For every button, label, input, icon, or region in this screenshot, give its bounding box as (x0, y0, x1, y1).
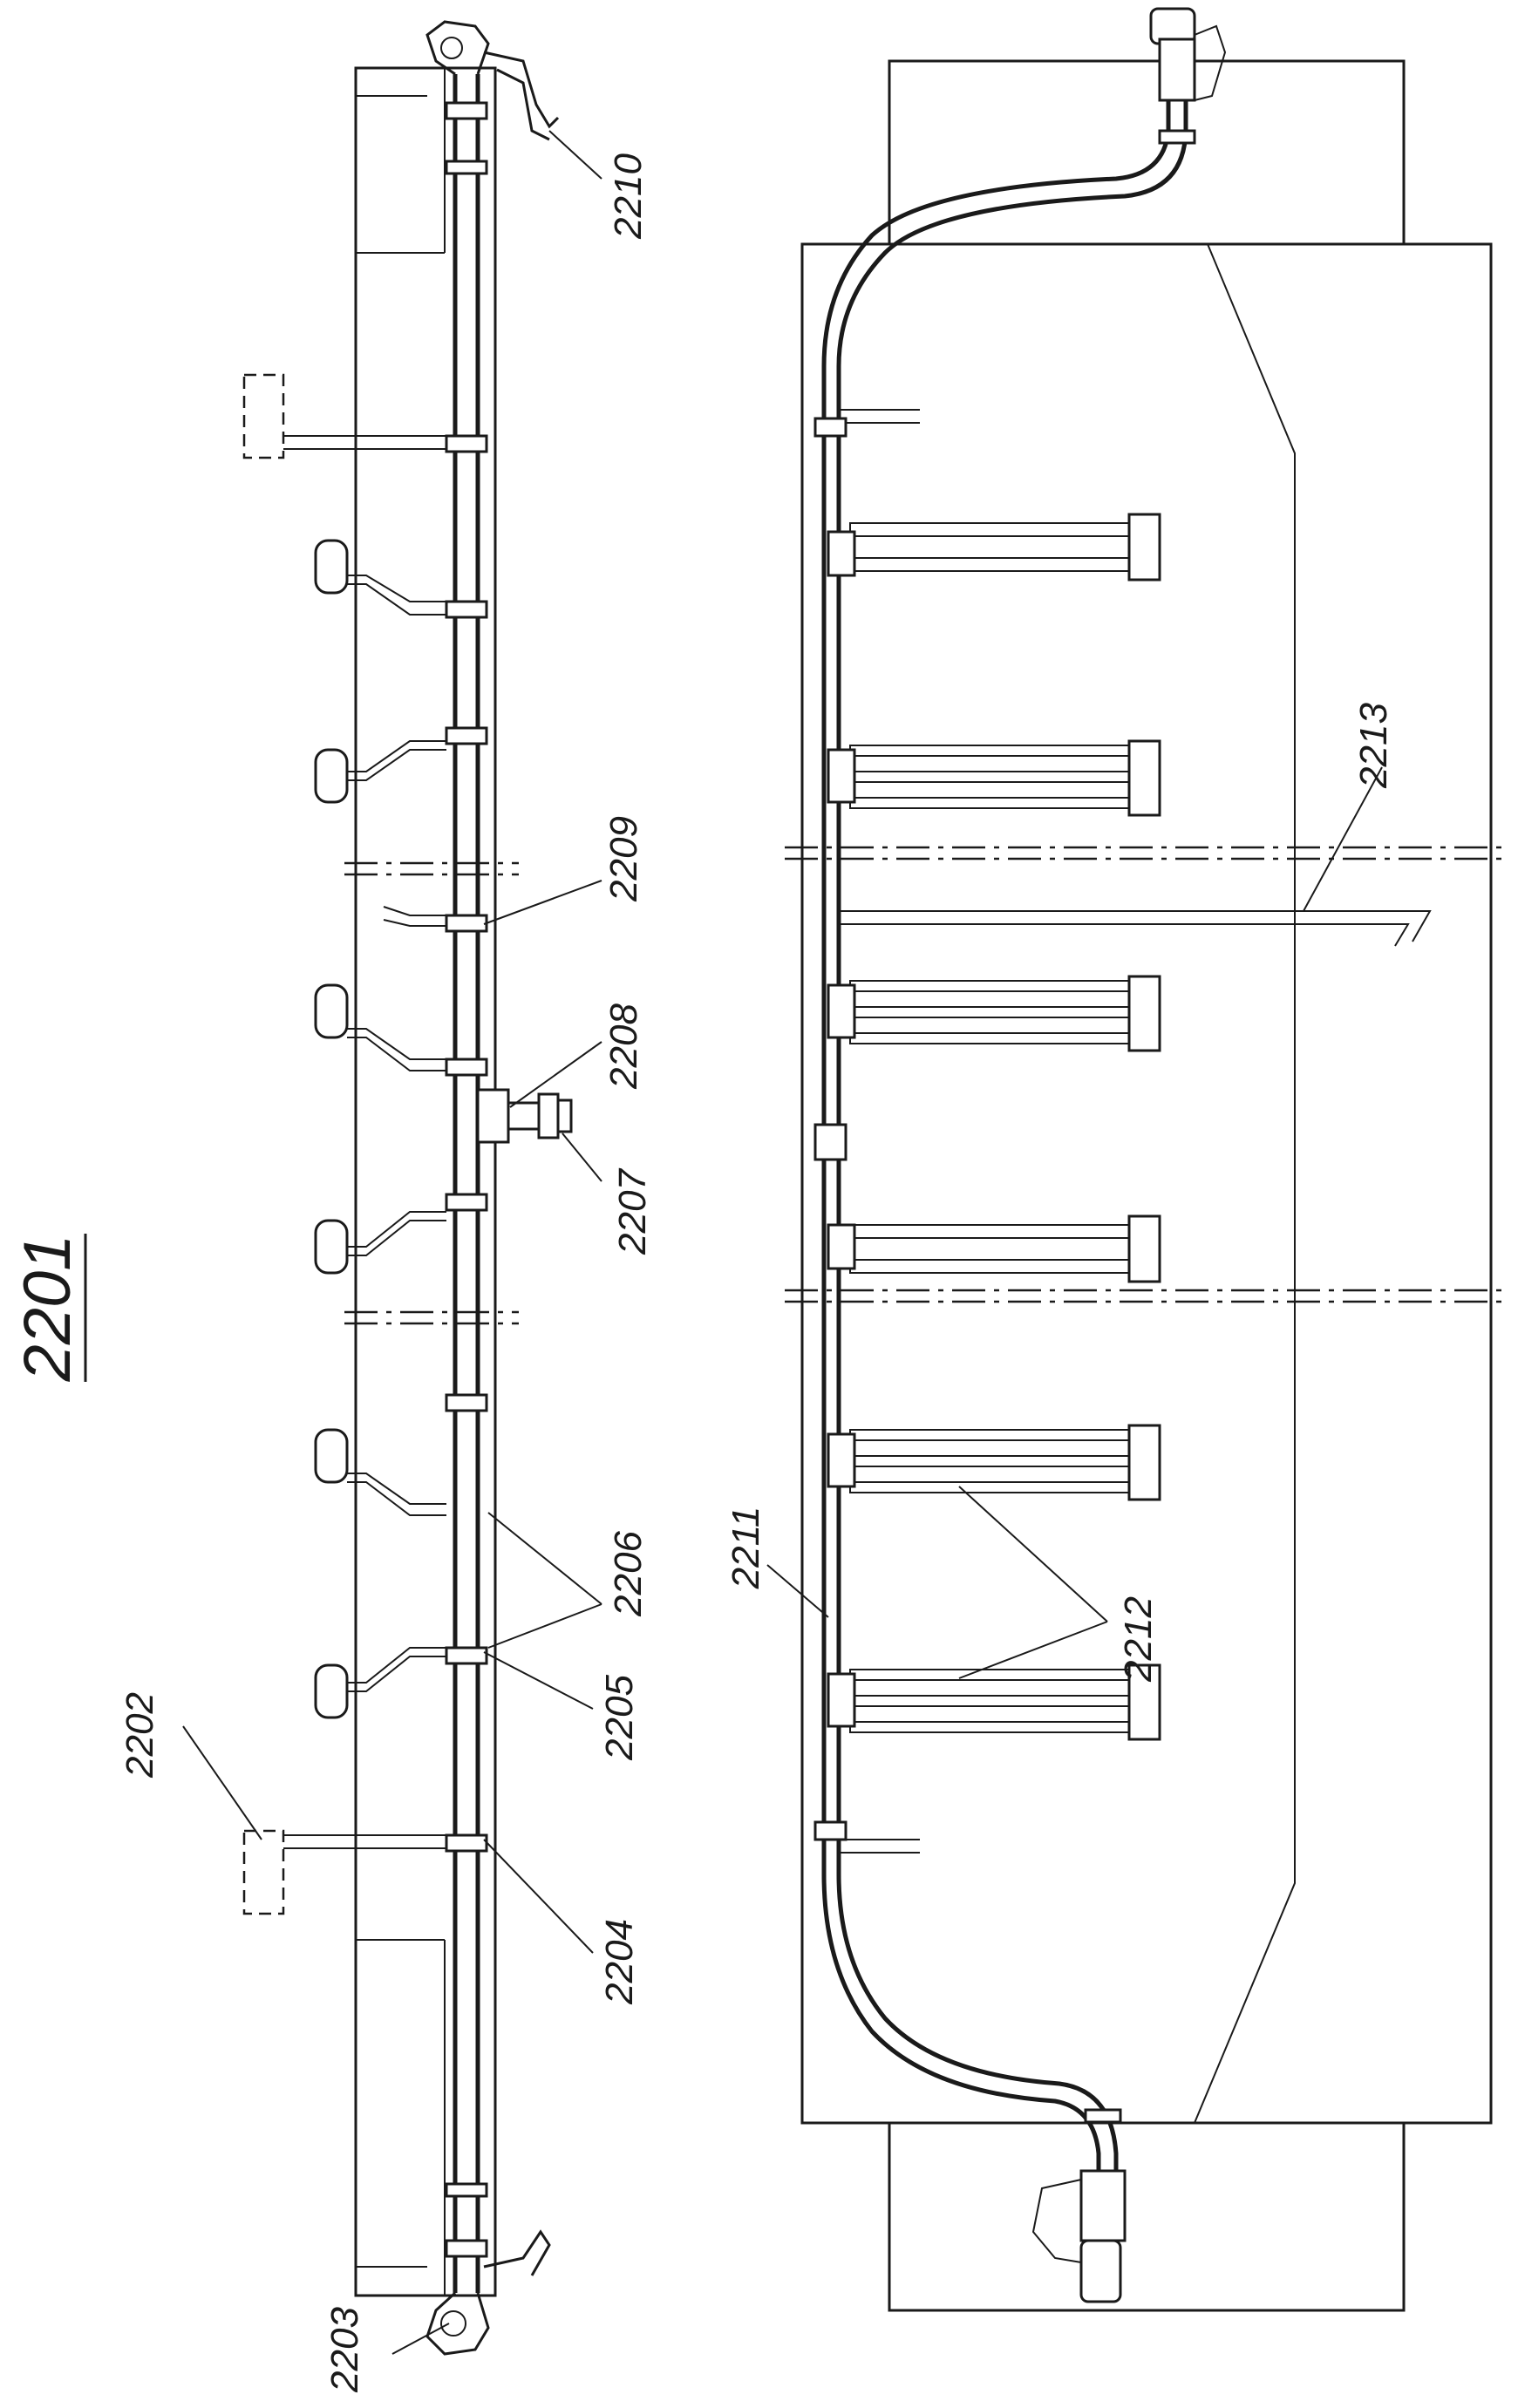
side-view-bottom-coupling (425, 2229, 551, 2356)
radiator-group (827, 513, 1161, 582)
side-view-valve-body (507, 1101, 541, 1131)
leader-2202 (182, 1725, 262, 1840)
radiator-group (827, 975, 1161, 1052)
label-2207: 2207 (611, 1168, 654, 1255)
figure-number: 2201 (10, 1234, 85, 1382)
heater-unit (314, 539, 446, 616)
plan-view-bottom-end-valve (1031, 2108, 1127, 2303)
side-view-tee-fitting (476, 1088, 510, 1144)
plan-view (785, 7, 1508, 2312)
plan-view-top-end-valve (1149, 7, 1227, 145)
side-view (242, 20, 573, 2356)
side-view-pipe-clamps (445, 101, 488, 2258)
leader-2207 (562, 1133, 602, 1182)
radiator-group (827, 1663, 1161, 1741)
leader-2208 (509, 1041, 602, 1108)
label-2206: 2206 (607, 1531, 650, 1617)
radiator-group (827, 1214, 1161, 1283)
side-view-dashed-box-upper (242, 373, 285, 459)
heater-unit (314, 1428, 446, 1516)
side-view-heaters (314, 539, 446, 1719)
side-view-top-coupling (425, 20, 560, 141)
radiator-group (827, 739, 1161, 817)
label-2203: 2203 (323, 2307, 366, 2393)
label-2204: 2204 (598, 1919, 641, 2005)
label-2205: 2205 (598, 1675, 641, 1761)
radiator-group (827, 1424, 1161, 1501)
label-2202: 2202 (119, 1692, 161, 1779)
plan-view-end-bottom (888, 2121, 1406, 2312)
heater-unit (314, 983, 446, 1071)
heater-unit (314, 1647, 446, 1719)
plan-view-stub-top (839, 409, 920, 424)
label-2209: 2209 (602, 816, 645, 902)
figure-number-group: 2201 (10, 1234, 87, 1383)
label-2213: 2213 (1352, 703, 1395, 789)
side-view-dashed-box-lower (242, 1829, 285, 1915)
label-2212: 2212 (1117, 1596, 1160, 1683)
leader-2212b (958, 1621, 1108, 1679)
plan-view-inner-taper (1194, 243, 1296, 2124)
heater-unit (314, 740, 446, 804)
leader-lines (182, 130, 1383, 2355)
plan-view-top-curved-pipe (821, 96, 1171, 367)
leader-2204 (483, 1839, 594, 1954)
leader-2203 (391, 2323, 450, 2355)
side-view-valve-handle (537, 1092, 560, 1139)
label-2208: 2208 (602, 1003, 645, 1090)
label-2211: 2211 (725, 1507, 767, 1590)
side-view-hanger-2209 (383, 906, 446, 916)
label-2210: 2210 (607, 153, 650, 240)
reference-labels: 2202 2203 2204 2205 2206 2207 2208 2209 … (119, 153, 1395, 2393)
leader-2206a (487, 1512, 602, 1605)
leader-2213 (1303, 766, 1383, 912)
leader-2205 (483, 1651, 594, 1710)
plan-view-stub-bottom (839, 1839, 920, 1854)
leader-2210 (548, 130, 602, 180)
leader-2209 (483, 880, 602, 925)
leader-2206b (487, 1603, 602, 1649)
leader-2212a (958, 1486, 1108, 1622)
heater-unit (314, 1211, 446, 1275)
plan-view-bottom-curved-pipe (821, 1874, 1101, 2171)
plan-view-inline-valve (813, 1123, 847, 1161)
side-view-body-outline (354, 66, 497, 2297)
plan-view-radiators (827, 513, 1161, 1741)
plan-view-long-branch-pipe (839, 910, 1432, 942)
leader-2211 (766, 1564, 829, 1618)
plan-view-end-top (888, 59, 1406, 246)
